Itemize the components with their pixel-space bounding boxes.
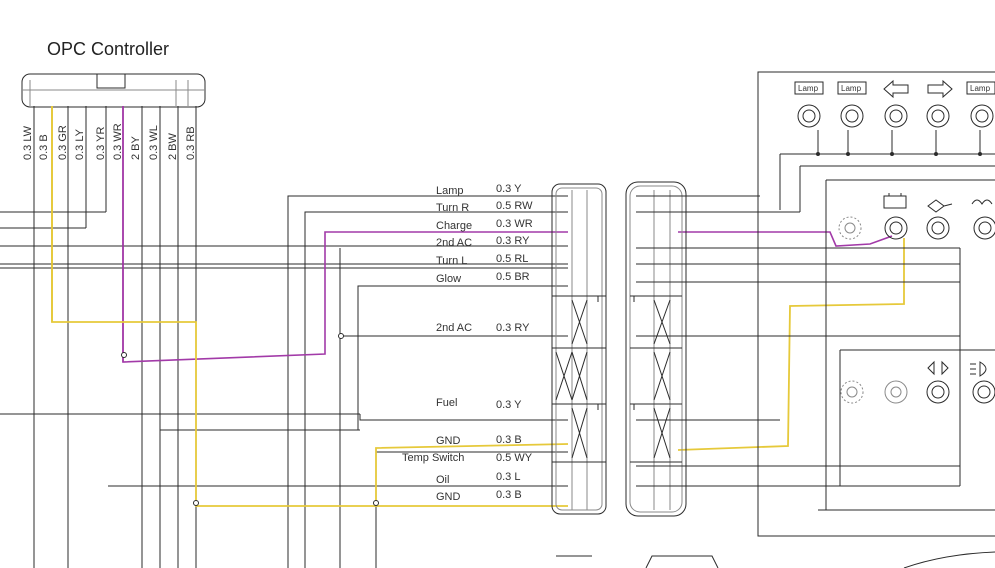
wire-code: 0.3 RY xyxy=(496,235,530,247)
middle-indicator-row xyxy=(838,193,995,240)
turn-left-arrow-icon xyxy=(883,79,909,99)
glow-lamp-icon xyxy=(973,216,995,240)
wire-code: 0.5 WY xyxy=(496,452,533,464)
wire-code: 0.3 Y xyxy=(496,399,522,411)
pin-label: 0.3 WL xyxy=(148,125,160,160)
connector-feeders xyxy=(287,195,568,568)
pin-label: 0.3 GR xyxy=(57,125,69,160)
right-side-wires xyxy=(636,195,960,487)
lamp-icon xyxy=(970,104,994,128)
pin-label: 0.3 B xyxy=(38,134,50,160)
pin-label: 0.3 YR xyxy=(95,127,107,160)
turn-left-lamp-icon xyxy=(884,104,908,128)
charge-lamp-icon xyxy=(884,216,908,240)
left-horizontal-wires xyxy=(0,211,568,487)
battery-icon xyxy=(883,195,907,209)
wire-label: Glow xyxy=(436,273,461,285)
pin-label: 2 BY xyxy=(130,135,142,160)
wire-label: Oil xyxy=(436,474,449,486)
lamp-label: Lamp xyxy=(970,84,991,93)
pin-label: 0.3 LW xyxy=(22,125,34,160)
headlight-lamp-icon xyxy=(972,380,995,404)
wire-code: 0.3 WR xyxy=(496,218,533,230)
dashed-lamp-icon xyxy=(840,380,864,404)
indicator-panel xyxy=(757,71,995,537)
wire-code: 0.3 B xyxy=(496,434,522,446)
pin-label: 2 BW xyxy=(167,132,179,160)
turn-right-arrow-icon xyxy=(927,79,953,99)
lamp-label: Lamp xyxy=(798,84,819,93)
connector-labels: Lamp 0.3 Y Turn R 0.5 RW Charge 0.3 WR 2… xyxy=(402,183,533,503)
turn-right-lamp-icon xyxy=(926,104,950,128)
bottom-partial-components xyxy=(556,551,995,568)
diagram-title: OPC Controller xyxy=(47,39,169,59)
wire-code: 0.3 Y xyxy=(496,183,522,195)
wire-label: GND xyxy=(436,491,461,503)
wire-label: Fuel xyxy=(436,397,457,409)
wire-code: 0.5 RW xyxy=(496,200,533,212)
wire-code: 0.3 RY xyxy=(496,322,530,334)
wire-label: Turn L xyxy=(436,255,467,267)
lamp-label: Lamp xyxy=(841,84,862,93)
lower-indicator-row xyxy=(840,360,995,404)
wire-code: 0.3 B xyxy=(496,489,522,501)
hazard-arrows-icon xyxy=(927,360,949,376)
oil-can-icon xyxy=(927,199,953,213)
dashed-lamp-icon xyxy=(884,380,908,404)
pin-label: 0.3 RB xyxy=(185,126,197,160)
headlight-icon xyxy=(970,361,987,377)
lamp-icon xyxy=(797,104,821,128)
wire-label: Turn R xyxy=(436,202,469,214)
oil-lamp-icon xyxy=(926,216,950,240)
wire-label: 2nd AC xyxy=(436,322,472,334)
wire-label: GND xyxy=(436,435,461,447)
top-indicator-row: Lamp Lamp Lamp xyxy=(794,79,995,128)
pin-label: 0.3 LY xyxy=(74,128,86,160)
wire-label: 2nd AC xyxy=(436,237,472,249)
wire-label: Lamp xyxy=(436,185,464,197)
lamp-icon xyxy=(840,104,864,128)
wire-label: Temp Switch xyxy=(402,452,464,464)
dashed-lamp-icon xyxy=(838,216,862,240)
wire-label: Charge xyxy=(436,220,472,232)
opc-controller-box xyxy=(21,73,206,108)
lamp-gnd-wire xyxy=(51,106,905,507)
pin-label: 0.3 WR xyxy=(112,123,124,160)
wire-code: 0.5 RL xyxy=(496,253,528,265)
connector-left-half xyxy=(551,183,607,515)
wire-code: 0.3 L xyxy=(496,471,520,483)
connector-right-half xyxy=(625,181,687,517)
hazard-lamp-icon xyxy=(926,380,950,404)
charge-wire xyxy=(121,106,893,363)
wire-code: 0.5 BR xyxy=(496,271,530,283)
glow-plug-icon xyxy=(971,199,993,205)
controller-pin-labels: 0.3 LW 0.3 B 0.3 GR 0.3 LY 0.3 YR 0.3 WR… xyxy=(22,123,197,160)
controller-wires xyxy=(33,106,197,568)
